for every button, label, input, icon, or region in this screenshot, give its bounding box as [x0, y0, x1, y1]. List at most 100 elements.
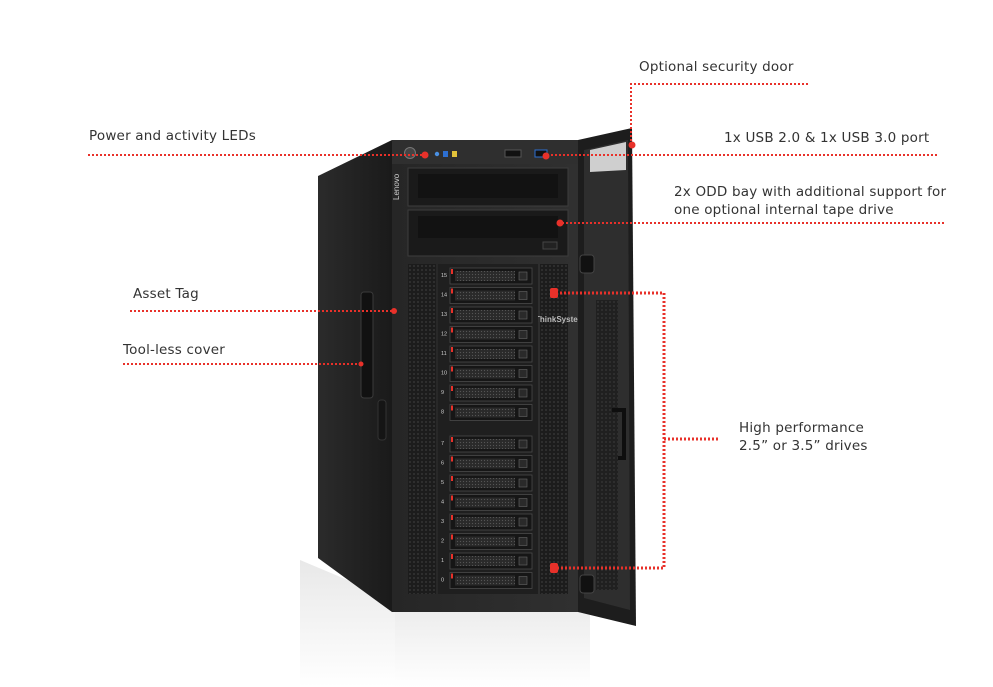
- drive-bay[interactable]: 15: [441, 267, 533, 285]
- drive-grille: [455, 536, 515, 547]
- led-id-icon: [443, 151, 448, 157]
- drive-grille: [455, 329, 515, 340]
- label-drives: High performance 2.5” or 3.5” drives: [739, 420, 868, 454]
- drive-bay-number: 10: [441, 371, 447, 377]
- drive-release-tab: [451, 456, 453, 462]
- chassis-side-panel: [318, 140, 400, 612]
- label-toolless-cover: Tool-less cover: [123, 342, 226, 358]
- drive-release-latch[interactable]: [518, 556, 528, 566]
- drive-release-latch[interactable]: [518, 310, 528, 320]
- drive-release-tab: [451, 347, 453, 352]
- drive-release-tab: [451, 476, 453, 481]
- drive-release-latch[interactable]: [518, 291, 528, 300]
- drive-release-tab: [451, 288, 453, 294]
- drive-grille: [455, 310, 515, 320]
- drive-bay-number: 6: [441, 461, 444, 467]
- drive-grille: [455, 497, 515, 508]
- lenovo-logo: Lenovo: [392, 173, 401, 200]
- drive-bay[interactable]: 4: [441, 494, 533, 511]
- drive-grille: [455, 439, 515, 449]
- drive-release-latch[interactable]: [518, 439, 528, 449]
- drive-bay[interactable]: 3: [441, 513, 533, 531]
- drive-bay[interactable]: 0: [441, 572, 533, 589]
- label-security-door: Optional security door: [639, 59, 794, 75]
- drive-bay-number: 8: [441, 410, 444, 416]
- drive-grille: [455, 517, 515, 527]
- drive-grille: [455, 368, 515, 379]
- drive-bay-number: 11: [441, 351, 447, 357]
- drive-bay-number: 14: [441, 293, 447, 299]
- drive-release-latch[interactable]: [518, 330, 528, 339]
- drive-release-tab: [451, 386, 453, 391]
- drive-release-latch[interactable]: [518, 517, 528, 527]
- drive-bay-number: 13: [441, 312, 447, 318]
- drive-release-tab: [451, 308, 453, 313]
- drive-bay[interactable]: 12: [441, 326, 533, 343]
- drive-bay-number: 3: [441, 519, 444, 525]
- drive-release-latch[interactable]: [518, 537, 528, 546]
- drive-release-tab: [451, 405, 453, 411]
- callout-line-security-door: [630, 83, 808, 141]
- drive-bay[interactable]: 7: [441, 435, 533, 453]
- left-vent: [408, 264, 436, 594]
- drive-bay[interactable]: 10: [441, 365, 533, 382]
- drive-release-tab: [451, 366, 453, 372]
- drive-bay[interactable]: 9: [441, 384, 533, 402]
- label-power-leds: Power and activity LEDs: [89, 128, 256, 144]
- drive-grille: [455, 271, 515, 281]
- drive-release-tab: [451, 554, 453, 559]
- drive-release-latch[interactable]: [518, 349, 528, 359]
- drive-release-latch[interactable]: [518, 271, 528, 281]
- drive-bay-number: 4: [441, 500, 444, 506]
- drive-bay[interactable]: 5: [441, 474, 533, 492]
- drive-grille: [455, 575, 515, 586]
- drive-release-tab: [451, 327, 453, 333]
- drive-release-latch[interactable]: [518, 576, 528, 585]
- label-asset-tag: Asset Tag: [133, 286, 199, 302]
- drive-release-latch[interactable]: [518, 408, 528, 417]
- drive-bay-number: 5: [441, 480, 444, 486]
- drive-release-latch[interactable]: [518, 498, 528, 507]
- drive-grille: [455, 478, 515, 488]
- label-usb-ports: 1x USB 2.0 & 1x USB 3.0 port: [724, 130, 930, 146]
- callout-dots: [358, 151, 564, 573]
- drive-bay[interactable]: 2: [441, 533, 533, 550]
- drive-bay[interactable]: 14: [441, 287, 533, 304]
- drive-release-latch[interactable]: [518, 369, 528, 378]
- drive-release-tab: [451, 269, 453, 274]
- drive-release-tab: [451, 573, 453, 579]
- drive-bay-number: 1: [441, 558, 444, 564]
- drive-grille: [455, 388, 515, 398]
- drive-bay-number: 15: [441, 273, 447, 279]
- callout-lines: [88, 83, 944, 365]
- drive-bay[interactable]: 11: [441, 345, 533, 363]
- callout-bracket-drives: [556, 291, 720, 570]
- power-button-icon[interactable]: [404, 147, 416, 159]
- drive-grille: [455, 349, 515, 359]
- usb-port-icon[interactable]: [504, 149, 522, 158]
- drive-bay[interactable]: 6: [441, 455, 533, 472]
- thinksystem-logo: ThinkSystem: [535, 315, 585, 324]
- drive-release-tab: [451, 534, 453, 540]
- drive-release-latch[interactable]: [518, 478, 528, 488]
- led-blue-icon: [434, 151, 440, 157]
- drive-bay-number: 2: [441, 539, 444, 545]
- drive-bay-number: 7: [441, 441, 444, 447]
- drive-release-tab: [451, 515, 453, 520]
- drive-grille: [455, 290, 515, 301]
- drive-bay[interactable]: 1: [441, 552, 533, 570]
- drive-bay[interactable]: 8: [441, 404, 533, 421]
- drive-bay[interactable]: 13: [441, 306, 533, 324]
- drive-release-latch[interactable]: [518, 388, 528, 398]
- drive-grille: [455, 556, 515, 566]
- led-status-icon: [452, 151, 457, 157]
- drive-release-latch[interactable]: [518, 459, 528, 468]
- security-door[interactable]: [578, 128, 636, 626]
- drive-grille: [455, 407, 515, 418]
- drive-bay-number: 0: [441, 578, 444, 584]
- drive-release-tab: [451, 495, 453, 501]
- drive-bay-number: 12: [441, 332, 447, 338]
- drive-release-tab: [451, 437, 453, 442]
